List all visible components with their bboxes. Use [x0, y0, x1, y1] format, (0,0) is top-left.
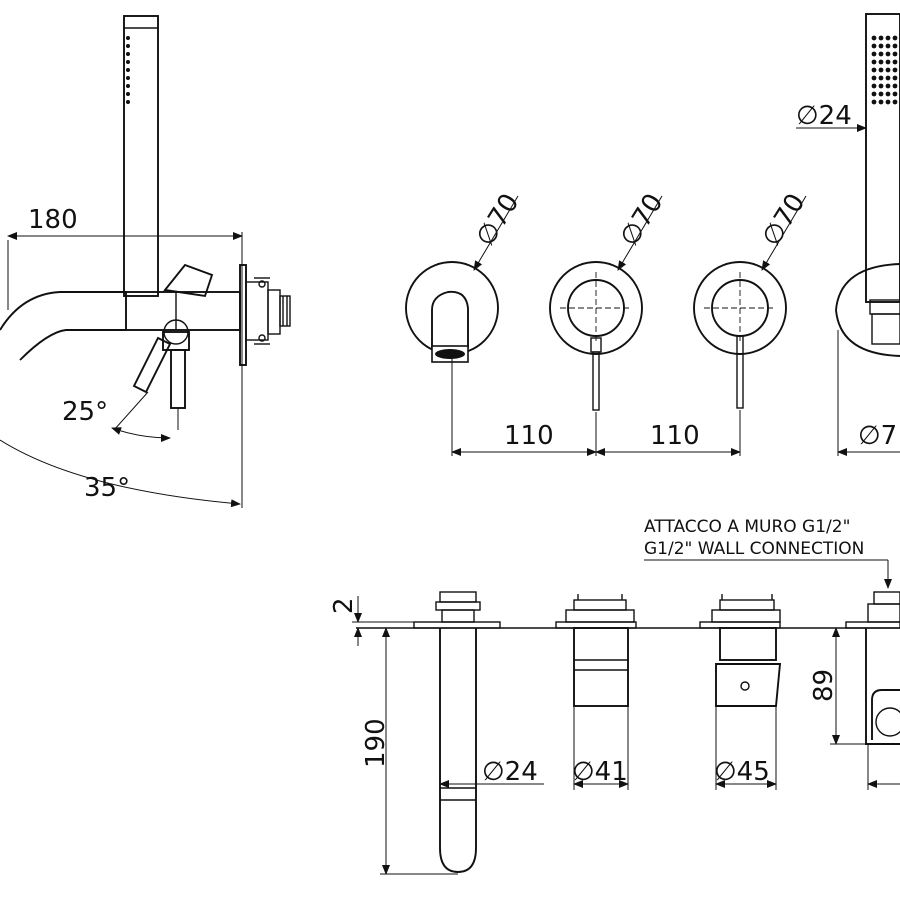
handshower-side [123, 15, 214, 298]
dia-spout-body-label: ∅24 [482, 757, 538, 787]
side-view: 180 25° 35° [0, 15, 291, 508]
angle-small-label: 25° [62, 397, 108, 427]
dia-diverter-label: ∅70 [756, 189, 811, 252]
holder-section [865, 591, 900, 745]
handshower-nozzle-grid [871, 35, 898, 105]
dim-holder-depth-label: 89 [809, 669, 839, 702]
dim-plate-label: 2 [329, 597, 359, 614]
dia-handshower-label: ∅24 [796, 101, 852, 131]
dia-mixer-body-label: ∅41 [572, 757, 628, 787]
mixer-section [565, 594, 635, 707]
spacing-left-label: 110 [504, 421, 554, 451]
mixer-rosette [549, 261, 643, 411]
dia-diverter-body-label: ∅45 [714, 757, 770, 787]
spout-rosette [405, 261, 499, 363]
spacing-right-label: 110 [650, 421, 700, 451]
nozzle-dots [126, 36, 130, 104]
holder-rosette [835, 13, 900, 357]
note-en: G1/2" WALL CONNECTION [644, 539, 864, 559]
angle-large-label: 35° [84, 473, 130, 503]
mixer-body-side [125, 291, 241, 345]
diverter-section [711, 594, 782, 707]
dia-rose-label: ∅7 [858, 421, 897, 451]
dim-length-label: 180 [28, 205, 78, 235]
dim-spout-depth-label: 190 [361, 718, 391, 768]
wall-plate-side [239, 264, 291, 366]
note-it: ATTACCO A MURO G1/2" [644, 517, 850, 537]
section-view: ATTACCO A MURO G1/2" G1/2" WALL CONNECTI… [329, 517, 900, 875]
spout-side [0, 291, 126, 361]
spout-section [435, 591, 481, 873]
front-view: ∅70 ∅70 ∅70 ∅24 110 110 ∅7 [405, 13, 900, 456]
diverter-rosette [693, 261, 787, 409]
